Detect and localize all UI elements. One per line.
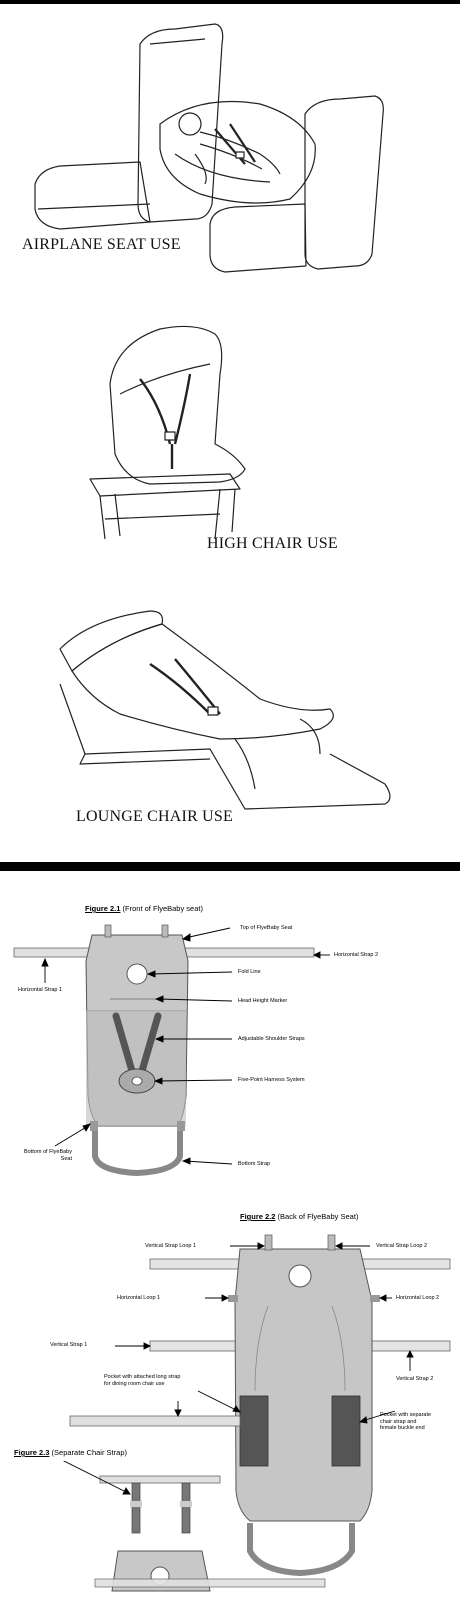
fig22-callout-pocket-left-1: Pocket with attached long strap — [104, 1374, 181, 1380]
fig23-label: Figure 2.3 — [14, 1448, 50, 1457]
fig22-callout-pocket-right-1: Pocket with separate — [380, 1412, 432, 1418]
figures-panel: Figure 2.1 (Front of FlyeBaby seat) — [0, 871, 460, 1600]
airplane-seat-illustration — [34, 23, 384, 273]
fig22-title: Figure 2.2 (Back of FlyeBaby Seat) — [240, 1212, 358, 1221]
fig21-callout-bottom-strap: Bottom Strap — [238, 1161, 271, 1167]
fig21-callout-h2: Horizontal Strap 2 — [334, 952, 379, 958]
fig21-callout-fold: Fold Line — [238, 969, 261, 975]
section-divider — [0, 862, 460, 871]
fig21-callout-head: Head Height Marker — [238, 998, 288, 1004]
fig22-callout-vstrap2: Vertical Strap 2 — [396, 1376, 434, 1382]
fig21-desc: (Front of FlyeBaby seat) — [122, 904, 203, 913]
fig22-drawing — [69, 1234, 451, 1577]
caption-lounge: LOUNGE CHAIR USE — [76, 808, 233, 825]
fig22-callout-vloop1: Vertical Strap Loop 1 — [145, 1243, 197, 1249]
caption-high-chair: HIGH CHAIR USE — [207, 535, 338, 552]
fig21-callout-h1: Horizontal Strap 1 — [18, 987, 63, 993]
fig22-callout-pocket-left: Pocket with attached long strap for dini… — [104, 1374, 180, 1387]
lounge-chair-illustration — [59, 610, 391, 810]
fig22-callout-pocket-right: Pocket with separate chair strap and fem… — [380, 1412, 431, 1432]
fig22-callout-pocket-right-2: chair strap and — [380, 1418, 417, 1425]
fig21-callout-harness: Five-Point Harness System — [238, 1077, 305, 1083]
fig21-callout-shoulder: Adjustable Shoulder Straps — [238, 1036, 305, 1042]
fig22-label: Figure 2.2 — [240, 1212, 276, 1221]
top-border — [0, 0, 460, 4]
usage-panel: AIRPLANE SEAT USE HIGH CHAIR USE — [0, 4, 460, 862]
fig22-callout-pocket-right-3: female buckle end — [380, 1425, 425, 1432]
fig22-callout-hloop1: Horizontal Loop 1 — [117, 1295, 161, 1301]
fig23-drawing — [62, 1461, 326, 1592]
high-chair-illustration — [89, 325, 246, 540]
caption-airplane: AIRPLANE SEAT USE — [22, 236, 181, 253]
fig21-callout-bottom-seat: Bottom of FlyeBaby Seat — [14, 1149, 72, 1162]
fig21-callout-top: Top of FlyeBaby Seat — [240, 925, 293, 931]
fig22-callout-vstrap1: Vertical Strap 1 — [50, 1342, 88, 1348]
fig21-callout-bottom-seat-1: Bottom of FlyeBaby — [24, 1149, 72, 1155]
fig21-callout-bottom-seat-2: Seat — [60, 1155, 72, 1162]
fig21-label: Figure 2.1 — [85, 904, 121, 913]
fig22-callout-hloop2: Horizontal Loop 2 — [396, 1295, 440, 1301]
fig22-callout-pocket-left-2: for dining room chair use — [104, 1380, 165, 1387]
fig23-desc: (Separate Chair Strap) — [51, 1448, 127, 1457]
fig22-callout-vloop2: Vertical Strap Loop 2 — [376, 1243, 428, 1249]
fig22-desc: (Back of FlyeBaby Seat) — [277, 1212, 359, 1221]
fig21-drawing — [13, 924, 330, 1177]
fig23-title: Figure 2.3 (Separate Chair Strap) — [14, 1448, 127, 1457]
fig21-title: Figure 2.1 (Front of FlyeBaby seat) — [85, 904, 203, 913]
